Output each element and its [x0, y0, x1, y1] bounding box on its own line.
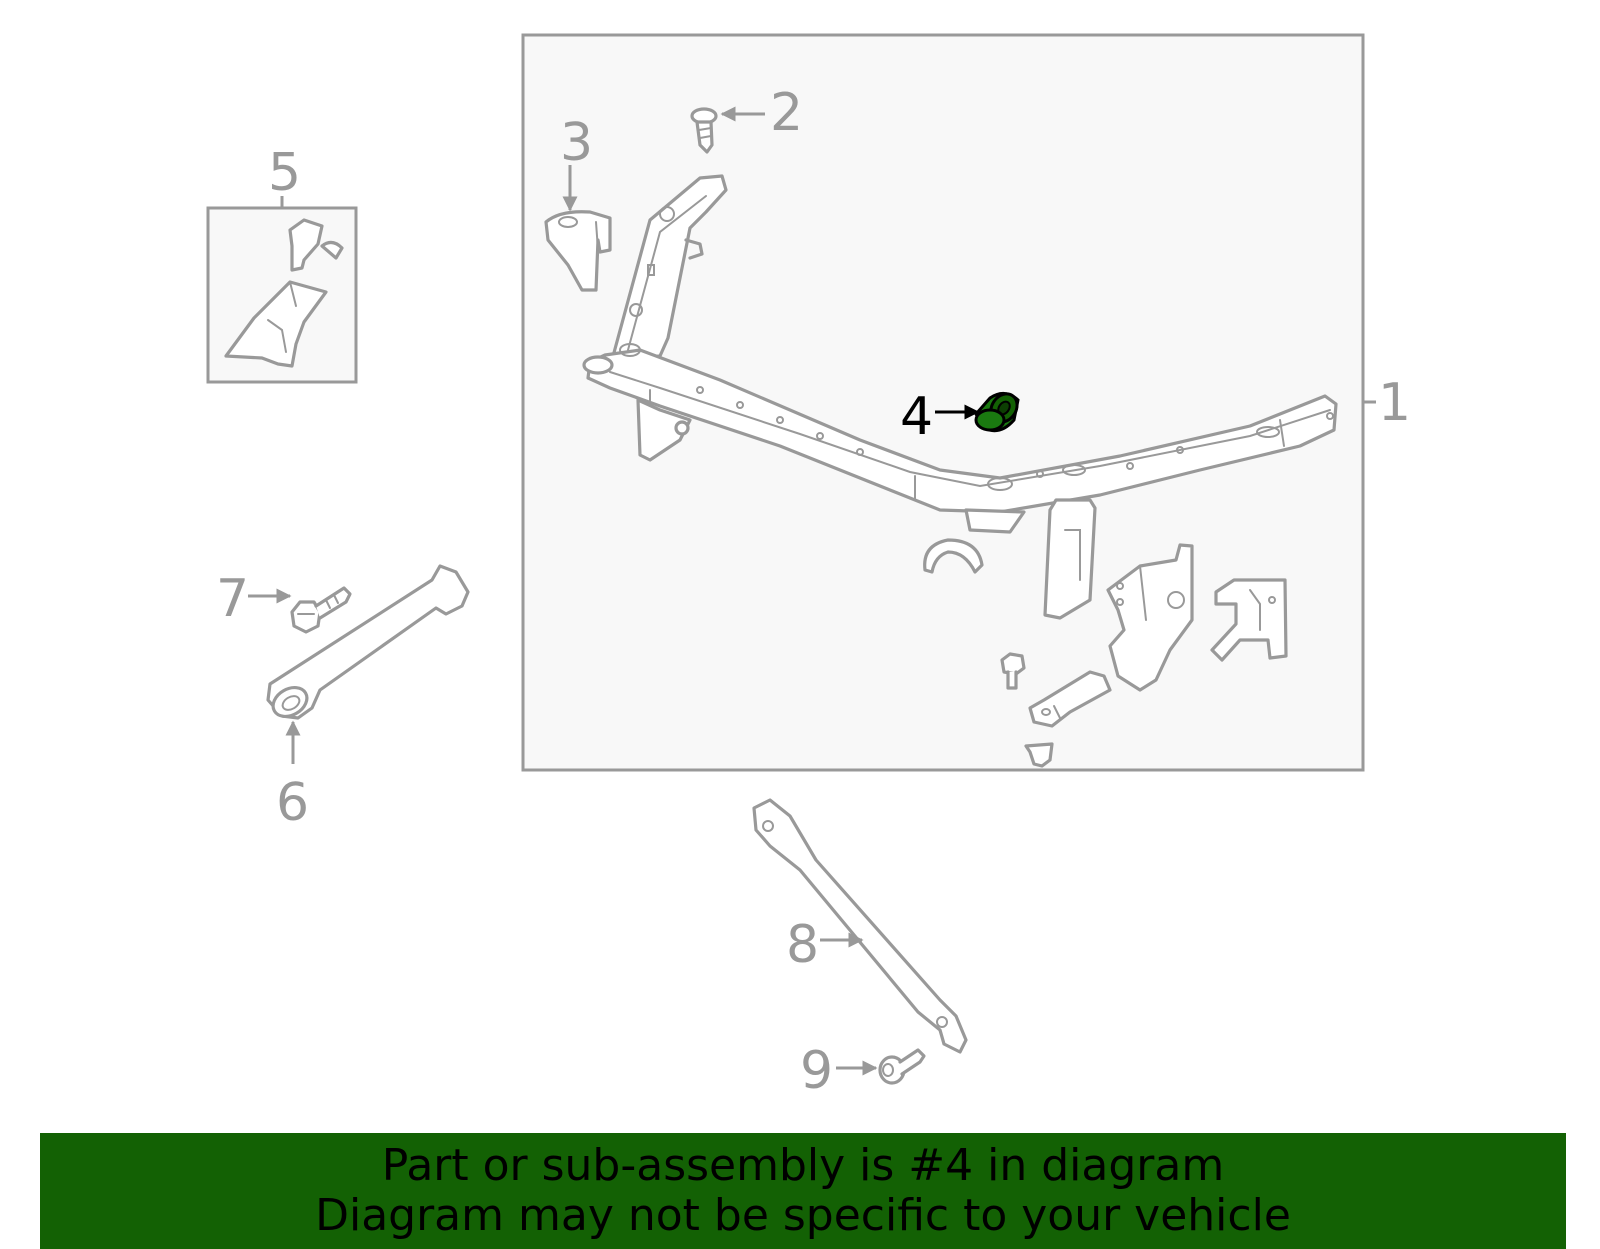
bolt-small-inner	[1000, 652, 1026, 690]
callout-2[interactable]: 2	[770, 83, 803, 143]
radiator-support-part-1[interactable]	[582, 174, 1338, 620]
banner-line-2: Diagram may not be specific to your vehi…	[315, 1190, 1291, 1241]
bracket-part-5[interactable]	[224, 218, 344, 368]
bushing-part-4[interactable]	[974, 389, 1022, 433]
bolt-part-9[interactable]	[878, 1048, 926, 1085]
callout-1[interactable]: 1	[1378, 373, 1411, 433]
bracket-lower-inner	[1028, 670, 1112, 728]
info-banner: Part or sub-assembly is #4 in diagram Di…	[40, 1133, 1566, 1249]
screw-part-2[interactable]	[690, 107, 718, 154]
callout-8[interactable]: 8	[786, 915, 819, 975]
clip-small	[923, 538, 984, 574]
callout-9[interactable]: 9	[800, 1041, 833, 1101]
callout-7[interactable]: 7	[216, 569, 249, 629]
rod-part-6[interactable]	[266, 564, 470, 722]
callout-3[interactable]: 3	[560, 113, 593, 173]
bracket-right-a	[1106, 543, 1194, 692]
callout-4[interactable]: 4	[900, 387, 933, 447]
bracket-right-b	[1210, 578, 1288, 662]
clip-cup-inner	[1024, 742, 1054, 768]
callout-5[interactable]: 5	[268, 143, 301, 203]
callout-6[interactable]: 6	[276, 773, 309, 833]
brace-part-8[interactable]	[752, 798, 968, 1054]
bracket-part-3[interactable]	[544, 210, 612, 292]
bolt-part-7[interactable]	[290, 586, 352, 634]
banner-line-1: Part or sub-assembly is #4 in diagram	[381, 1140, 1225, 1191]
